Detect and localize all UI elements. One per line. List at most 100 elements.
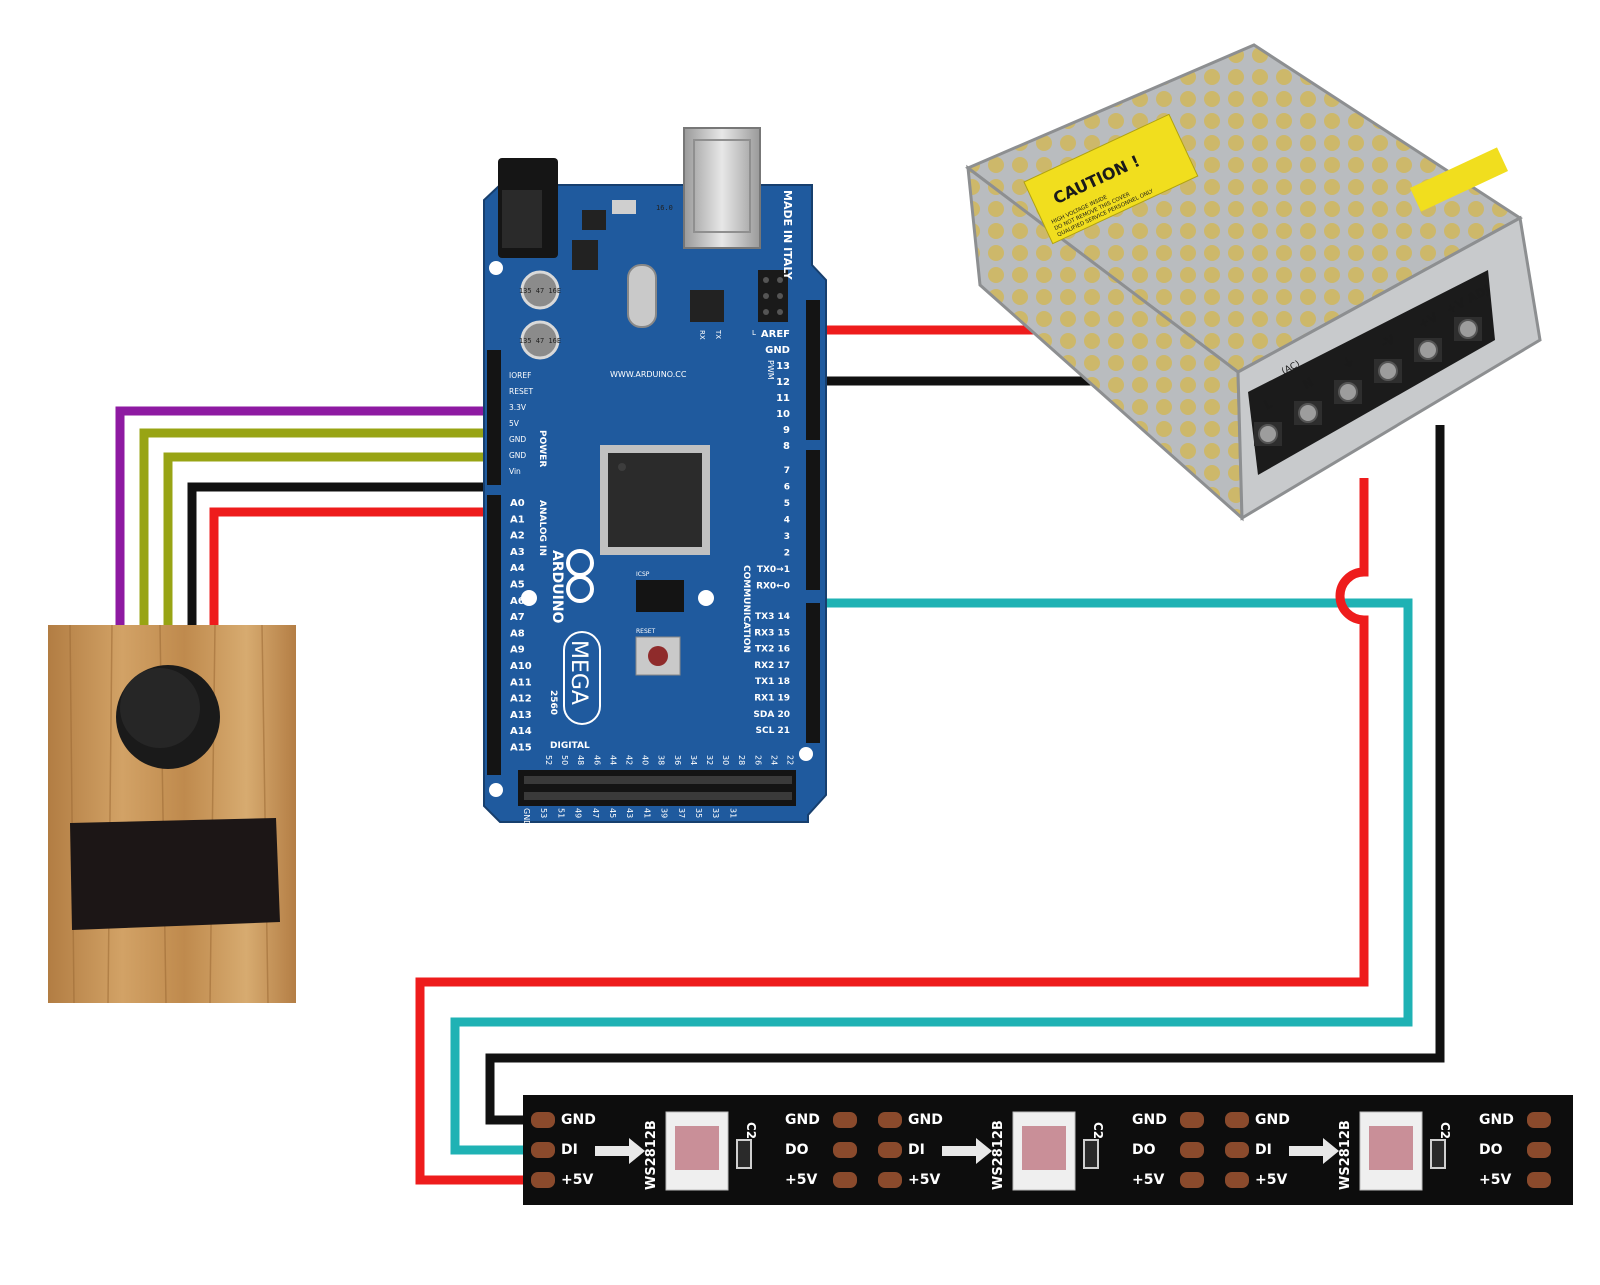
analog-pin-label: A14 (510, 726, 532, 737)
arduino-url: WWW.ARDUINO.CC (610, 370, 687, 379)
digital-pin-label: 7 (784, 466, 790, 476)
comm-header (806, 603, 820, 743)
ws2812b-led-strip: GND DI +5V WS2812B C2 GND DO +5V GND DI +5V WS2812B… (523, 1095, 1573, 1205)
analog-pin-label: A6 (510, 596, 525, 607)
bottom-pin-label: 35 (694, 808, 703, 818)
psu-small-sticker (1410, 147, 1508, 212)
arduino-logo (566, 549, 594, 603)
strip-capacitor (1083, 1139, 1099, 1169)
strip-gnd-label: GND (1132, 1112, 1167, 1128)
arduino-brand: ARDUINO (549, 550, 565, 624)
solder-pad (531, 1112, 555, 1128)
atmega2560-chip (600, 445, 710, 555)
strip-do-label: DO (785, 1142, 809, 1158)
solder-pad (1527, 1172, 1551, 1188)
crystal (627, 264, 657, 328)
terminal-screw (1298, 403, 1318, 423)
bottom-pin-label: 48 (576, 755, 585, 765)
analog-pin-label: A10 (510, 661, 532, 672)
bottom-pin-label: 24 (769, 755, 778, 765)
solder-pad (878, 1112, 902, 1128)
l-led-label: L (752, 329, 756, 337)
solder-pad (1527, 1112, 1551, 1128)
touch-sensor (48, 624, 296, 1004)
strip-di-label: DI (1255, 1142, 1272, 1158)
power-header-label: POWER (537, 430, 547, 467)
solder-pad (833, 1172, 857, 1188)
strip-gnd-label: GND (1479, 1112, 1514, 1128)
strip-cap-label: C2 (1438, 1122, 1452, 1139)
cap-label-2: 135 47 16E (519, 337, 561, 345)
analog-pin-label: A1 (510, 514, 525, 525)
comm-pin-label: RX3 15 (754, 628, 790, 638)
wires (115, 325, 1445, 1185)
digital-header-top (806, 300, 820, 440)
analog-pin-label: A12 (510, 694, 532, 705)
wire-purple-sensor-to-3v3 (115, 406, 484, 625)
bottom-pin-label: 32 (705, 755, 714, 765)
tx-label: TX (714, 329, 722, 339)
comm-header-label: COMMUNICATION (741, 565, 751, 653)
digital-pin-label: 5 (784, 499, 790, 509)
bottom-pin-label: GND (522, 808, 531, 826)
power-pin-label: 5V (509, 419, 520, 428)
strip-di-label: DI (908, 1142, 925, 1158)
analog-pin-label: A7 (510, 612, 525, 623)
bottom-pin-label: 50 (560, 755, 569, 765)
analog-pin-label: A15 (510, 743, 532, 754)
touch-pad (70, 818, 280, 930)
strip-chip-label: WS2812B (644, 1120, 659, 1190)
digital-pin-label: 2 (784, 549, 790, 559)
led-lens (1022, 1126, 1066, 1170)
analog-pin-label: A2 (510, 531, 525, 542)
wire-red-sensor-to-vin (209, 507, 484, 625)
crystal-label: 16.0 (656, 204, 673, 212)
strip-5v-label: +5V (1479, 1172, 1511, 1188)
analog-pin-label: A0 (510, 498, 525, 509)
terminal-screw (1458, 319, 1478, 339)
terminal-screw (1418, 340, 1438, 360)
bottom-pin-label: 44 (608, 755, 617, 765)
bottom-pin-label: 26 (753, 755, 762, 765)
digital-pin-label: 10 (776, 409, 790, 420)
digital-double-header (518, 770, 796, 806)
comm-pin-label: RX2 17 (754, 661, 790, 671)
data-direction-arrow-icon (942, 1138, 992, 1164)
made-in-italy: MADE IN ITALY (781, 190, 794, 281)
analog-header-label: ANALOG IN (537, 500, 547, 556)
analog-pin-label: A13 (510, 710, 532, 721)
digital-header-label: DIGITAL (550, 741, 590, 751)
solder-pad (1225, 1172, 1249, 1188)
bottom-pin-label: 51 (556, 808, 565, 818)
strip-5v-label: +5V (561, 1172, 593, 1188)
mega-badge (563, 631, 601, 725)
power-pin-label: 3.3V (509, 403, 527, 412)
analog-pin-label: A4 (510, 563, 525, 574)
bottom-pin-label: 41 (642, 808, 651, 818)
wire-black-psu-to-strip (485, 425, 1445, 1125)
digital-pin-label: 8 (783, 441, 790, 452)
strip-do-label: DO (1479, 1142, 1503, 1158)
data-direction-arrow-icon (595, 1138, 645, 1164)
solder-pad (833, 1142, 857, 1158)
bottom-pin-label: 45 (608, 808, 617, 818)
led-lens (1369, 1126, 1413, 1170)
digital-pin-label: TX0→1 (757, 565, 790, 575)
strip-chip-label: WS2812B (991, 1120, 1006, 1190)
digital-pin-label: 11 (776, 393, 790, 404)
strip-gnd-label: GND (561, 1112, 596, 1128)
terminal-screw (1258, 424, 1278, 444)
power-pin-label: RESET (509, 387, 533, 396)
digital-pin-label: GND (765, 345, 790, 356)
bottom-pin-label: 42 (625, 755, 634, 765)
strip-5v-label: +5V (1255, 1172, 1287, 1188)
power-pin-label: GND (509, 435, 526, 444)
digital-header-mid (806, 450, 820, 590)
bottom-pin-label: 38 (657, 755, 666, 765)
solder-pad (1225, 1112, 1249, 1128)
